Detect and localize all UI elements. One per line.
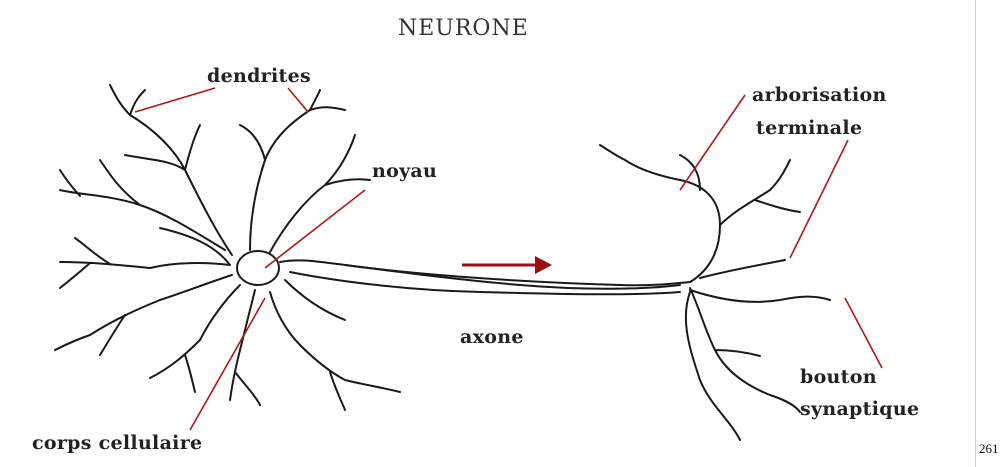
label-bouton-line2: synaptique [800, 398, 919, 420]
dendrite-branch [270, 135, 370, 252]
dendrite-branch [60, 160, 225, 250]
label-arborisation-line2: terminale [756, 117, 862, 139]
page-number: 261 [979, 441, 999, 457]
leader-line-bouton [845, 298, 882, 368]
dendrite-branch [300, 345, 400, 410]
dendrite-branch [150, 340, 200, 392]
label-corps-cellulaire: corps cellulaire [32, 432, 202, 454]
dendrite-branch [230, 350, 260, 405]
dendrite-branch [60, 238, 150, 288]
axon [345, 265, 690, 285]
diagram-title: NEURONE [398, 18, 529, 40]
label-dendrites: dendrites [207, 65, 311, 87]
label-noyau: noyau [372, 160, 437, 182]
nucleus [237, 251, 279, 285]
terminal-branch [700, 160, 800, 278]
label-arborisation-line1: arborisation [752, 84, 887, 106]
leader-line-arborisation [790, 140, 848, 258]
dendrite-branch [240, 90, 345, 250]
leader-line-dendrites [288, 88, 308, 112]
leader-line-corps [190, 298, 265, 430]
dendrite-branch [55, 300, 160, 355]
leader-line-dendrites [135, 88, 215, 112]
terminal-branch [600, 145, 770, 282]
cell-body-outline [150, 228, 680, 350]
leader-line-noyau [265, 190, 365, 268]
leader-line-arborisation [680, 95, 745, 190]
dendrite-branch [110, 85, 232, 255]
label-bouton-line1: bouton [800, 366, 877, 388]
arrow-right-icon [462, 256, 552, 274]
neuron-drawing [0, 0, 975, 467]
label-axone: axone [460, 326, 524, 348]
